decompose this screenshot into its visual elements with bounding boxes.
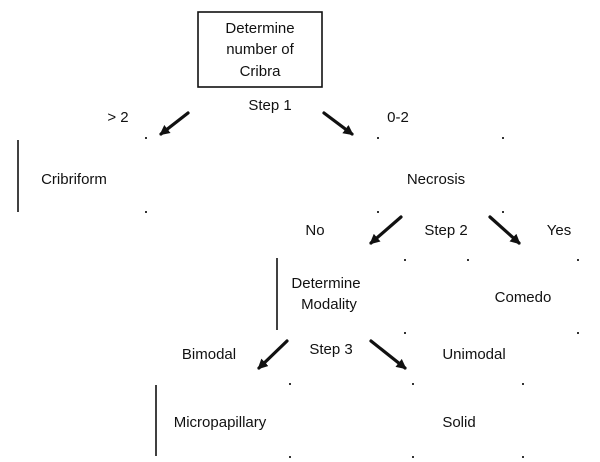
step1-left-condition: > 2 <box>107 109 128 126</box>
scan-dots <box>145 137 579 458</box>
root-box <box>197 11 323 88</box>
root-box-line-1: Determine <box>225 20 294 37</box>
node-modality-line-1: Determine <box>291 275 360 292</box>
step2-right-condition: Yes <box>547 222 571 239</box>
step2-label: Step 2 <box>424 222 467 239</box>
step2-left-arrow <box>369 215 403 245</box>
outcome-comedo: Comedo <box>495 289 552 306</box>
outcome-cribriform: Cribriform <box>41 171 107 188</box>
outcome-micropapillary: Micropapillary <box>174 414 267 431</box>
step3-left-arrow <box>257 339 289 370</box>
root-box-line-2: number of <box>226 41 294 58</box>
step2-right-arrow <box>488 215 521 245</box>
step3-left-condition: Bimodal <box>182 346 236 363</box>
step3-right-arrow <box>369 339 407 370</box>
step3-label: Step 3 <box>309 341 352 358</box>
step1-label: Step 1 <box>248 97 291 114</box>
step1-right-condition: 0-2 <box>387 109 409 126</box>
root-box-line-3: Cribra <box>240 63 281 80</box>
step2-left-condition: No <box>305 222 324 239</box>
step1-right-arrow <box>322 111 354 136</box>
node-necrosis: Necrosis <box>407 171 465 188</box>
step3-right-condition: Unimodal <box>442 346 505 363</box>
outcome-solid: Solid <box>442 414 475 431</box>
node-modality-line-2: Modality <box>301 296 357 313</box>
step1-left-arrow <box>159 111 190 136</box>
